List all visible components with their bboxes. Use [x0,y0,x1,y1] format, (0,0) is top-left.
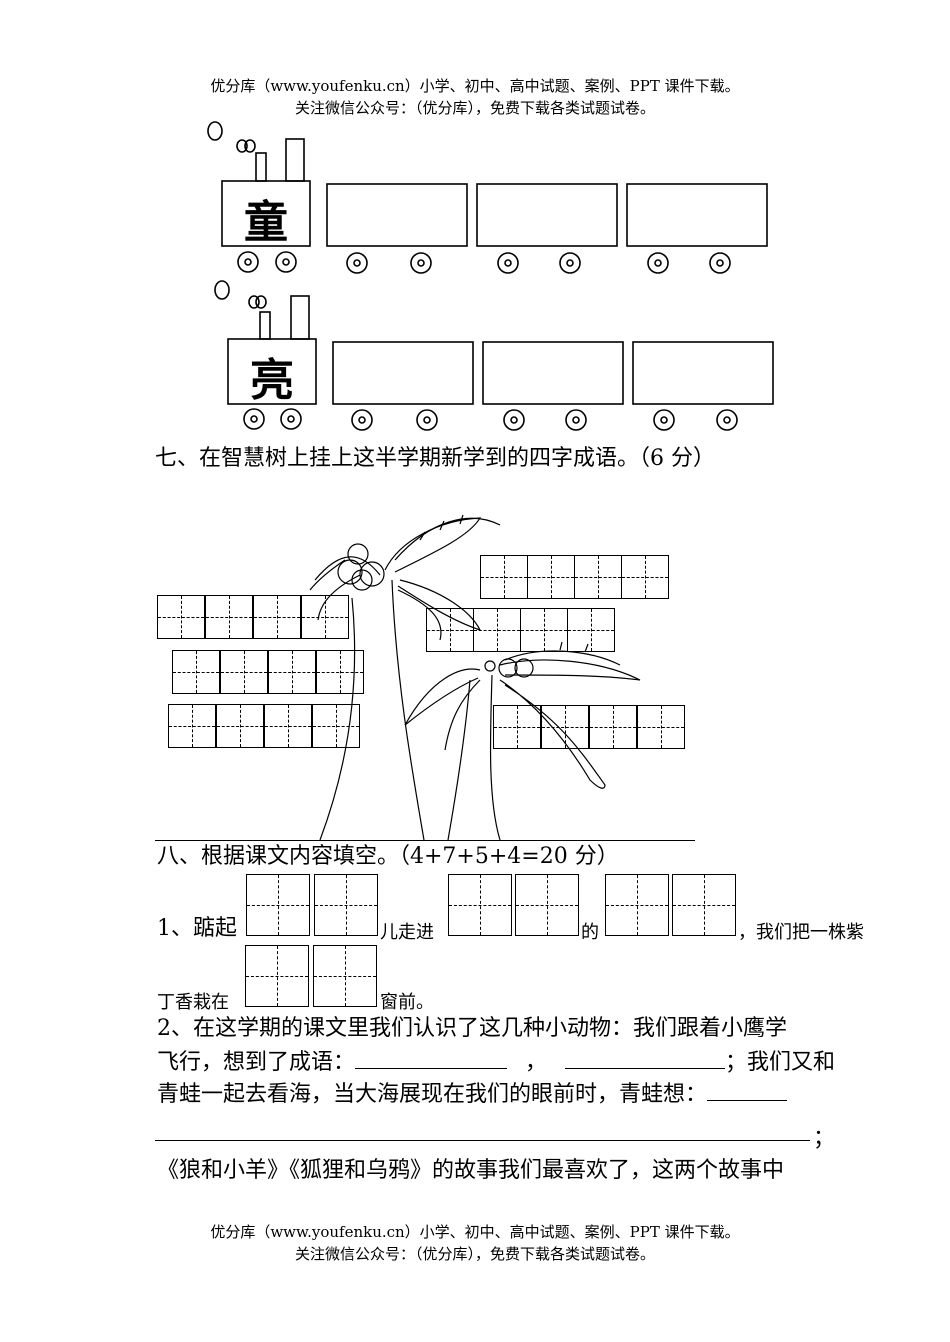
q2-line-1: 2、在这学期的课文里我们认识了这几种小动物：我们跟着小鹰学 [157,1016,787,1041]
char-box[interactable] [621,555,669,599]
char-box[interactable] [515,874,579,936]
char-box[interactable] [205,595,253,639]
header-line-2: 关注微信公众号：（优分库），免费下载各类试题试卷。 [294,99,655,117]
carriage-3 [626,183,768,247]
section-8-title: 八、根据课文内容填空。（4+7+5+4=20 分） [157,844,619,869]
char-box[interactable] [493,705,541,749]
char-box[interactable] [473,608,521,652]
chimney-icon [255,152,267,182]
q2-line-4-end: ； [813,1126,836,1151]
smoke-puff-icon [236,139,248,153]
q2-line-3: 青蛙一起去看海，当大海展现在我们的眼前时，青蛙想： [157,1076,788,1110]
chimney-icon [285,138,305,182]
char-box[interactable] [264,704,312,748]
char-box[interactable] [567,608,615,652]
q1-mid2: 的 [581,922,599,943]
smoke-puff-icon [248,295,260,309]
answer-blank[interactable] [707,1076,788,1101]
chimney-icon [259,311,271,340]
wisdom-tree-illustration [309,514,641,841]
char-box[interactable] [589,705,637,749]
q1-suffix: ，我们把一株紫 [738,922,864,943]
smoke-puff-icon [207,121,223,141]
char-box[interactable] [605,874,669,936]
smoke-puff-icon [214,280,230,300]
engine-char-2: 亮 [250,355,294,406]
char-box[interactable] [541,705,589,749]
char-box[interactable] [216,704,264,748]
section-7-title: 七、在智慧树上挂上这半学期新学到的四字成语。（6 分） [155,446,715,471]
char-box[interactable] [312,704,360,748]
footer-line-2: 关注微信公众号：（优分库），免费下载各类试题试卷。 [294,1245,655,1263]
char-box[interactable] [172,650,220,694]
q2-sep-1: ， [525,1050,548,1075]
char-box[interactable] [157,595,205,639]
char-box[interactable] [448,874,512,936]
header-line-1: 优分库（www.youfenku.cn）小学、初中、高中试题、案例、PPT 课件… [210,77,740,95]
char-box[interactable] [520,608,568,652]
carriage-1 [326,183,468,247]
char-box[interactable] [246,874,310,936]
carriage-1 [332,341,474,405]
carriage-3 [632,341,774,405]
char-box[interactable] [672,874,736,936]
answer-blank[interactable] [565,1044,726,1069]
engine-body [221,180,311,247]
answer-blank-long[interactable] [155,1140,810,1141]
char-box[interactable] [313,945,377,1007]
answer-blank[interactable] [355,1044,508,1069]
char-box[interactable] [316,650,364,694]
q1-line2-prefix: 丁香栽在 [157,992,229,1013]
train-illustrations [207,121,774,431]
q2-line-2: 飞行，想到了成语： ， ；我们又和 [157,1044,835,1078]
wheel-icon [237,251,731,274]
carriage-2 [476,183,618,247]
q1-line2-suffix: 窗前。 [380,992,434,1013]
smoke-puff-icon [255,295,267,309]
footer-line-1: 优分库（www.youfenku.cn）小学、初中、高中试题、案例、PPT 课件… [210,1223,740,1241]
q2-line-2a: 飞行，想到了成语： [157,1050,356,1075]
char-box[interactable] [426,608,474,652]
engine-body [227,338,317,405]
char-box[interactable] [637,705,685,749]
q2-line-3-text: 青蛙一起去看海，当大海展现在我们的眼前时，青蛙想： [157,1082,708,1107]
char-box[interactable] [574,555,622,599]
q2-sep-2: ；我们又和 [725,1050,836,1075]
q2-line-5: 《狼和小羊》《狐狸和乌鸦》的故事我们最喜欢了，这两个故事中 [157,1158,785,1183]
wheel-icon [243,408,738,431]
engine-char-1: 童 [244,197,288,248]
carriage-2 [482,341,624,405]
char-box[interactable] [253,595,301,639]
smoke-puff-icon [244,139,256,153]
char-box[interactable] [301,595,349,639]
char-box[interactable] [480,555,528,599]
q1-mid1: 儿走进 [380,922,434,943]
ground-line [155,840,695,841]
train-1 [207,121,768,274]
char-box[interactable] [245,945,309,1007]
char-box[interactable] [527,555,575,599]
char-box[interactable] [168,704,216,748]
char-box[interactable] [268,650,316,694]
char-box[interactable] [220,650,268,694]
train-2 [214,280,774,431]
char-box[interactable] [314,874,378,936]
chimney-icon [290,295,310,340]
q1-prefix: 1、踮起 [157,916,237,941]
